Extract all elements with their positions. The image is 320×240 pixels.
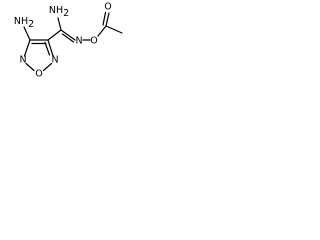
bond-c2-amidine-c <box>47 29 62 41</box>
atom-ring-n-right: N <box>51 55 58 66</box>
atom-amidine-nh2: NH2 <box>49 5 69 19</box>
bond-c1-amino <box>23 26 31 41</box>
atom-ring-o: O <box>35 69 42 80</box>
bond-amidine-c-nh2 <box>57 17 62 31</box>
atom-ring-n-left: N <box>19 55 26 66</box>
molecule-diagram: NH2 NH2 N O O N N O <box>14 2 123 80</box>
bond-o-acyl-c <box>97 25 107 37</box>
bond-ring-o-n-right <box>42 62 53 72</box>
atom-amino-n: NH2 <box>14 16 34 30</box>
bond-amidine-c-n-double <box>61 33 75 43</box>
bond-ring-n-right-c2 <box>47 39 54 57</box>
bond-acyl-c-methyl <box>105 25 123 34</box>
bond-ring-n-right-c2-inner <box>44 41 51 56</box>
bonds <box>23 11 123 72</box>
atom-oxime-n: N <box>75 36 82 47</box>
bond-amidine-c-n <box>60 29 76 41</box>
atom-carbonyl-o: O <box>104 2 111 13</box>
bond-acyl-c-o-double <box>102 11 107 26</box>
atom-labels: NH2 NH2 N O O N N O <box>14 2 112 80</box>
bond-acyl-c-o <box>105 12 110 27</box>
bond-ring-c1-n-left <box>23 39 31 57</box>
bond-ring-n-left-o <box>25 62 35 72</box>
atom-oxime-o: O <box>90 36 97 47</box>
